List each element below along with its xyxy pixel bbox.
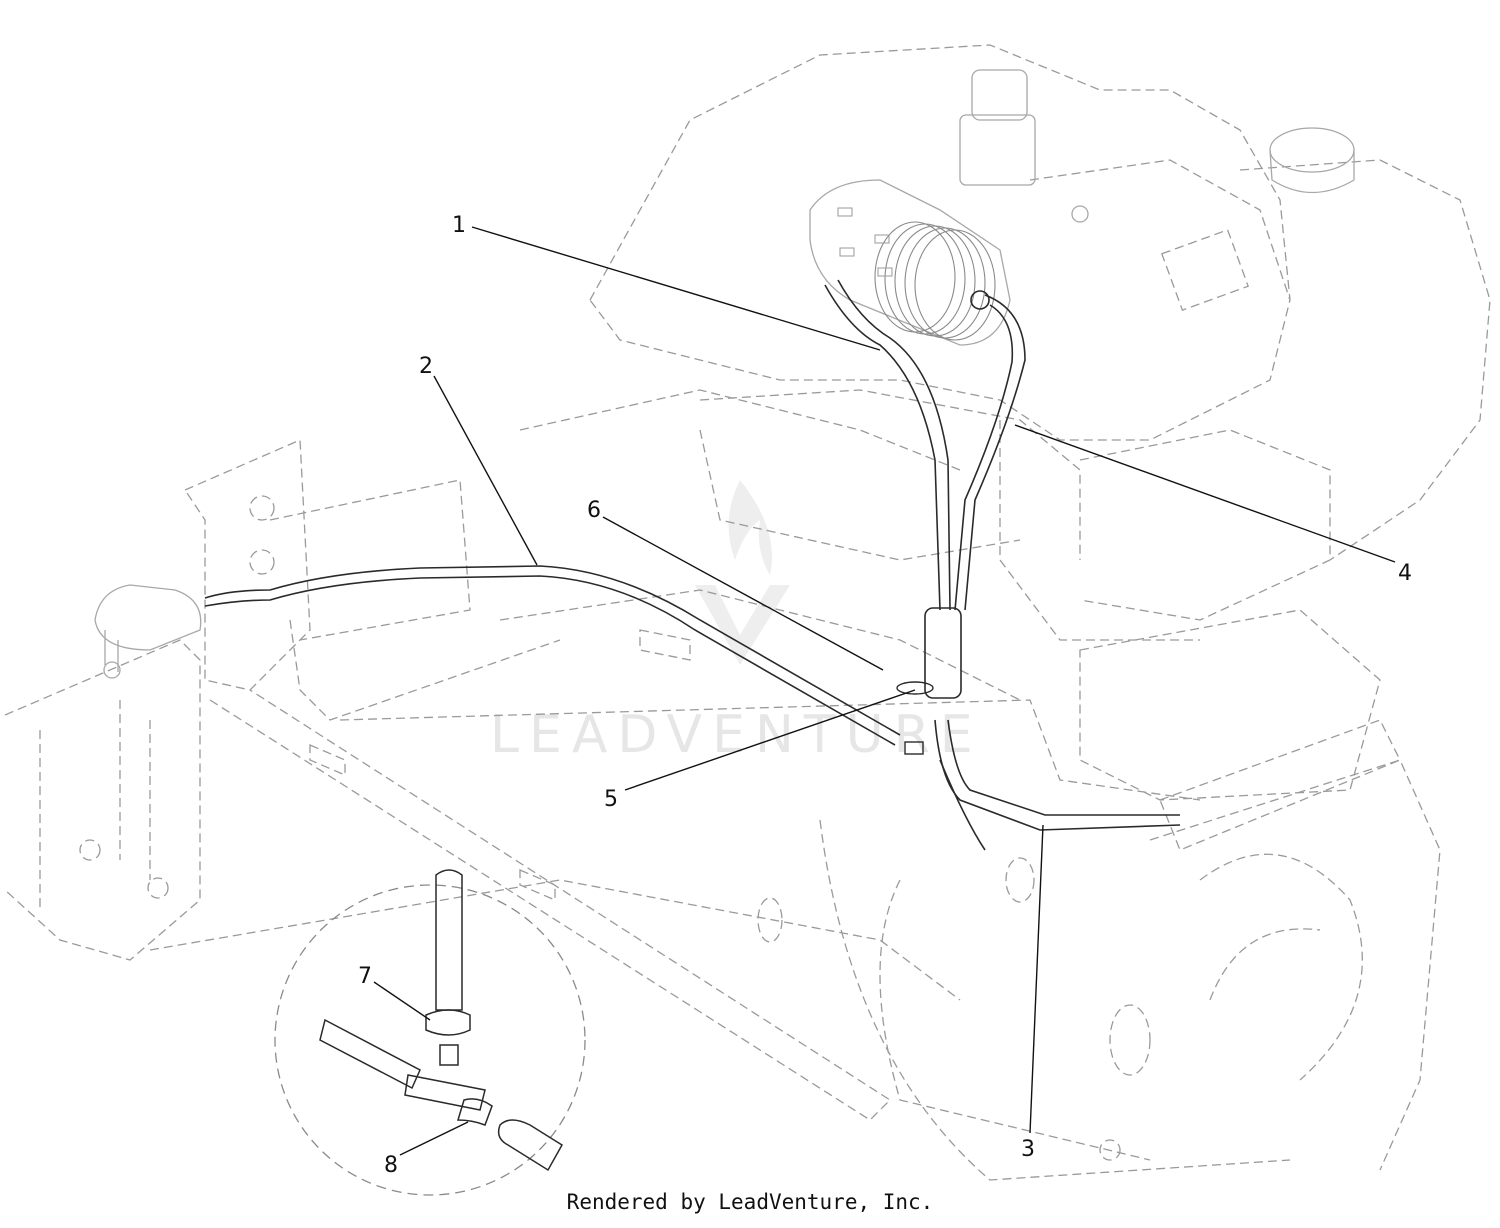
callout-5: 5 xyxy=(604,787,618,812)
canister xyxy=(809,179,1011,346)
leader-4 xyxy=(1014,424,1396,563)
fuel-filter xyxy=(94,584,202,679)
leader-5 xyxy=(624,689,916,791)
detail-inset xyxy=(274,869,586,1196)
callout-8: 8 xyxy=(384,1153,398,1178)
callout-3: 3 xyxy=(1021,1137,1035,1162)
callout-labels: 1 2 3 4 5 6 7 8 xyxy=(358,213,1412,1178)
callout-1: 1 xyxy=(452,213,466,238)
footer-credit: Rendered by LeadVenture, Inc. xyxy=(566,1190,934,1214)
watermark: LEADVENTURE xyxy=(490,480,983,765)
frame-outline xyxy=(4,439,1441,1181)
filler-caps xyxy=(959,69,1355,311)
leader-8 xyxy=(399,1121,469,1156)
leader-2 xyxy=(433,375,538,566)
callout-2: 2 xyxy=(419,354,433,379)
hoses xyxy=(204,279,1181,851)
leader-7 xyxy=(373,981,431,1021)
leader-1 xyxy=(471,226,881,351)
callout-4: 4 xyxy=(1398,561,1412,586)
leader-lines xyxy=(373,226,1396,1156)
leader-6 xyxy=(602,516,884,671)
watermark-text: LEADVENTURE xyxy=(490,705,983,765)
leader-3 xyxy=(1029,824,1044,1134)
callout-7: 7 xyxy=(358,964,372,989)
callout-6: 6 xyxy=(587,498,601,523)
